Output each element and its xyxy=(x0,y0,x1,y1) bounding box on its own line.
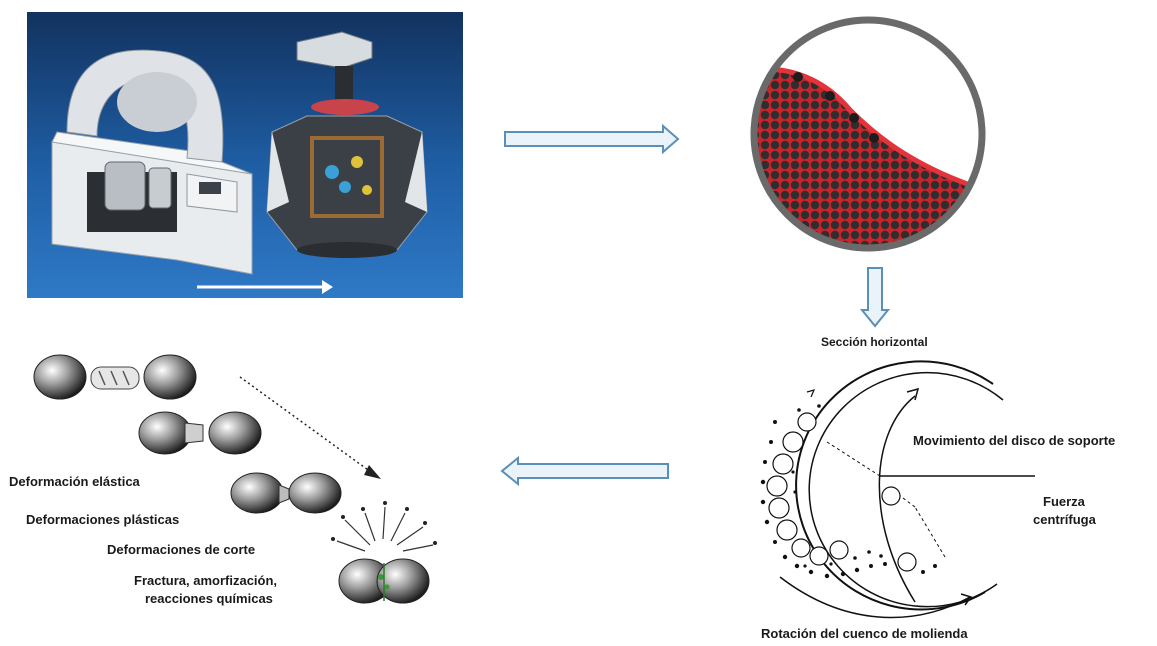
horizontal-section-title: Sección horizontal xyxy=(821,335,928,349)
arrow-down xyxy=(860,266,890,336)
horizontal-section-diagram xyxy=(735,352,1155,632)
arrow-right xyxy=(498,124,688,154)
support-disc-motion-label: Movimiento del disco de soporte xyxy=(913,433,1115,448)
centrifugal-force-label-line2: centrífuga xyxy=(1033,512,1096,527)
fracture-label-line1: Fractura, amorfización, xyxy=(134,573,277,588)
elastic-deformation-label: Deformación elástica xyxy=(9,474,140,489)
bowl-rotation-label: Rotación del cuenco de molienda xyxy=(761,626,968,641)
centrifugal-force-label-line1: Fuerza xyxy=(1043,494,1085,509)
ball-mill-photo xyxy=(27,12,463,298)
arrow-left xyxy=(496,456,676,486)
plastic-deformations-label: Deformaciones plásticas xyxy=(26,512,179,527)
jar-cross-section xyxy=(730,10,1020,270)
fracture-label-line2: reacciones químicas xyxy=(145,591,273,606)
ball-mill-illustration xyxy=(27,12,463,298)
shear-deformations-label: Deformaciones de corte xyxy=(107,542,255,557)
